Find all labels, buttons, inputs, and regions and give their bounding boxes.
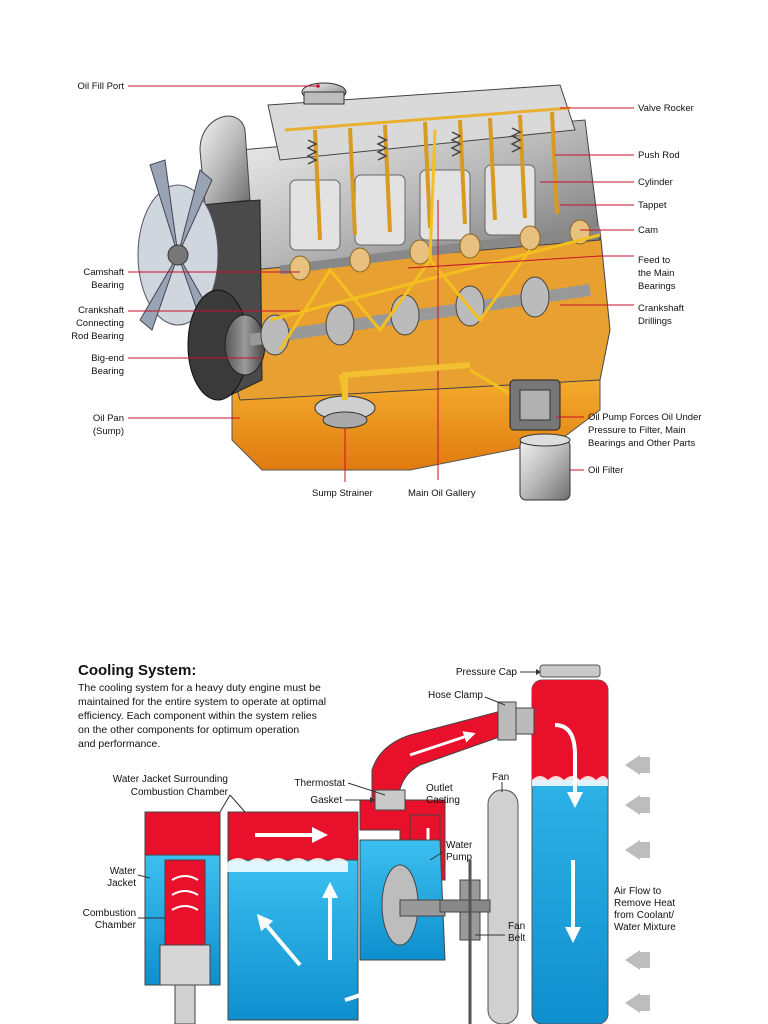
- cooling-desc-3: efficiency. Each component within the sy…: [78, 710, 317, 722]
- label-valve-rocker: Valve Rocker: [638, 103, 694, 114]
- cooling-leaders: [137, 669, 541, 936]
- cooling-desc-2: maintained for the entire system to oper…: [78, 696, 326, 708]
- fan-blade: [487, 789, 519, 1024]
- push-rods: [313, 111, 559, 241]
- label-sump-strainer: Sump Strainer: [312, 488, 373, 499]
- engine-illustration: [137, 82, 611, 501]
- label-water-pump-1: Water: [446, 840, 473, 851]
- label-crank-rod-3: Rod Bearing: [71, 331, 124, 342]
- radiator-arrow-top: [554, 723, 583, 808]
- hose-arrow: [409, 731, 476, 757]
- label-fan-belt-2: Belt: [508, 933, 525, 944]
- label-crank-rod-2: Connecting: [76, 318, 124, 329]
- pressure-cap: [539, 664, 601, 678]
- label-gasket: Gasket: [310, 795, 342, 806]
- water-pump-group: [359, 839, 446, 961]
- cam-lobes: [289, 219, 591, 281]
- label-camshaft-bearing-2: Bearing: [91, 280, 124, 291]
- intake-housing: [199, 115, 251, 206]
- lube-labels: Oil Fill Port Valve Rocker Push Rod Cyli…: [71, 81, 701, 499]
- label-crank-rod-1: Crankshaft: [78, 305, 124, 316]
- label-water-jacket-2: Jacket: [107, 878, 136, 889]
- label-push-rod: Push Rod: [638, 150, 680, 161]
- label-oil-filter: Oil Filter: [588, 465, 623, 476]
- lube-leaders: [128, 84, 634, 482]
- air-flow-arrows: [625, 755, 650, 1013]
- fan-assembly: [439, 789, 519, 1024]
- label-water-jacket-1: Water: [110, 866, 137, 877]
- label-big-end-1: Big-end: [91, 353, 124, 364]
- label-tappet: Tappet: [638, 200, 667, 211]
- label-oil-pump-1: Oil Pump Forces Oil Under: [588, 412, 702, 423]
- hose-clamp: [497, 701, 517, 741]
- label-water-jacket-surrounding-2: Combustion Chamber: [131, 787, 229, 798]
- label-combustion-chamber-1: Combustion: [83, 908, 136, 919]
- label-crank-drillings-1: Crankshaft: [638, 303, 684, 314]
- crank-throws: [260, 276, 550, 356]
- label-cam: Cam: [638, 225, 658, 236]
- label-feed-main-2: the Main: [638, 268, 674, 279]
- label-outlet-casting-1: Outlet: [426, 783, 453, 794]
- cooling-section: Cooling System: The cooling system for a…: [78, 662, 676, 1024]
- cooling-desc-4: on the other components for optimum oper…: [78, 724, 299, 736]
- label-water-pump-2: Pump: [446, 852, 473, 863]
- oil-filter: [519, 439, 571, 501]
- camshaft: [279, 225, 601, 275]
- cooling-desc-1: The cooling system for a heavy duty engi…: [78, 682, 321, 694]
- crank-hub: [224, 314, 266, 376]
- cooling-desc-5: and performance.: [78, 738, 160, 750]
- radiator: [531, 664, 609, 1024]
- valve-springs: [306, 127, 522, 165]
- label-combustion-chamber-2: Chamber: [95, 920, 137, 931]
- label-oil-pump-3: Bearings and Other Parts: [588, 438, 695, 449]
- label-fan: Fan: [492, 772, 509, 783]
- label-air-flow-1: Air Flow to: [614, 886, 662, 897]
- label-air-flow-2: Remove Heat: [614, 898, 675, 909]
- label-feed-main-1: Feed to: [638, 255, 670, 266]
- cylinder-head: [267, 84, 576, 161]
- label-oil-pump-2: Pressure to Filter, Main: [588, 425, 686, 436]
- label-oil-pan-2: (Sump): [93, 426, 124, 437]
- label-pressure-cap: Pressure Cap: [456, 667, 518, 678]
- oil-pickup-tube: [342, 362, 471, 400]
- label-fan-belt-1: Fan: [508, 921, 525, 932]
- label-outlet-casting-2: Casting: [426, 795, 460, 806]
- label-thermostat: Thermostat: [294, 778, 345, 789]
- label-camshaft-bearing-1: Camshaft: [83, 267, 124, 278]
- label-main-oil-gallery: Main Oil Gallery: [408, 488, 476, 499]
- cooling-title: Cooling System:: [78, 662, 196, 679]
- label-oil-pan-1: Oil Pan: [93, 413, 124, 424]
- label-cylinder: Cylinder: [638, 177, 673, 188]
- label-crank-drillings-2: Drillings: [638, 316, 672, 327]
- oil-fill-neck: [303, 91, 345, 105]
- rocker-shaft: [284, 106, 571, 132]
- label-air-flow-3: from Coolant/: [614, 910, 674, 921]
- label-water-jacket-surrounding-1: Water Jacket Surrounding: [113, 774, 228, 785]
- cooling-labels: Pressure Cap Hose Clamp Water Jacket Sur…: [83, 667, 677, 944]
- label-feed-main-3: Bearings: [638, 281, 676, 292]
- label-oil-fill-port: Oil Fill Port: [78, 81, 125, 92]
- engine-block-cooling: [144, 811, 391, 1024]
- label-air-flow-4: Water Mixture: [614, 922, 676, 933]
- engine-fan: [137, 159, 219, 331]
- combustion-chamber: [164, 859, 206, 946]
- label-big-end-2: Bearing: [91, 366, 124, 377]
- label-hose-clamp: Hose Clamp: [428, 690, 483, 701]
